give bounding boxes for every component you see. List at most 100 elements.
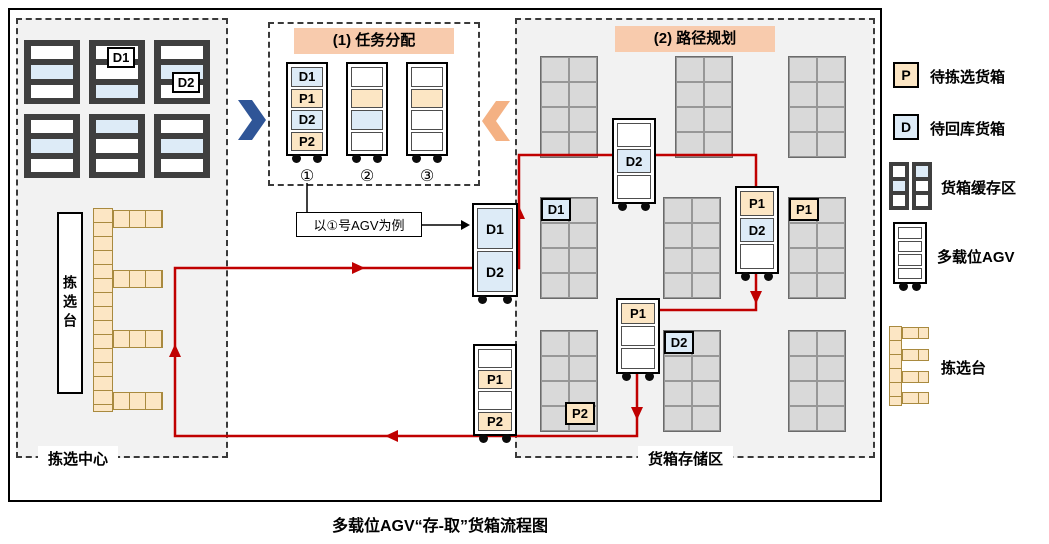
rack-cell <box>789 132 817 157</box>
rack-cell <box>676 82 704 107</box>
rack-cell <box>817 223 845 248</box>
buffer-rack <box>24 40 80 104</box>
agv-slot: D2 <box>740 217 774 243</box>
rack-cell <box>817 248 845 273</box>
legend-agv-icon <box>893 222 927 291</box>
task-allocation-title: (1) 任务分配 <box>294 28 454 54</box>
rack-cell <box>817 331 845 356</box>
legend-d-box: D <box>893 114 919 140</box>
agv-slot <box>411 67 443 87</box>
legend-p-symbol: P <box>901 67 911 83</box>
agv-wheel-icon <box>352 154 361 163</box>
legend-buffer-label: 货箱缓存区 <box>941 180 1017 197</box>
agv-number-3: ③ <box>419 168 435 185</box>
agv-slot <box>617 123 651 147</box>
rack-cell <box>817 198 845 223</box>
agv-wheel-icon <box>741 272 750 281</box>
agv-slot <box>898 267 922 279</box>
rack-cell <box>789 82 817 107</box>
rack-tag-p1-label: P1 <box>796 202 812 217</box>
agv-slot: P2 <box>478 412 512 431</box>
legend-station-arm <box>902 371 929 383</box>
example-agv-d1-d2: D1 D2 <box>472 203 518 304</box>
picking-center-label: 拣选中心 <box>38 446 119 471</box>
rack-cell <box>789 381 817 406</box>
agv-wheel-icon <box>645 372 654 381</box>
agv-slot: P2 <box>291 131 323 151</box>
rack-cell <box>569 198 597 223</box>
rack-cell <box>541 356 569 381</box>
picking-station-arm <box>113 392 163 410</box>
task-agv-3 <box>406 62 448 163</box>
agv-slot <box>478 391 512 410</box>
legend-station-label: 拣选台 <box>941 360 987 377</box>
rack-cell <box>692 198 720 223</box>
agv-wheel-icon <box>373 154 382 163</box>
rack-cell <box>692 406 720 431</box>
storage-agv-d2: D2 <box>612 118 656 211</box>
rack-cell <box>692 331 720 356</box>
storage-rack <box>675 56 733 158</box>
agv-wheel-icon <box>641 202 650 211</box>
rack-cell <box>569 223 597 248</box>
buffer-tag-d2-label: D2 <box>177 75 195 90</box>
rack-cell <box>569 107 597 132</box>
rack-cell <box>569 331 597 356</box>
agv-wheel-icon <box>764 272 773 281</box>
rack-tag-d1-label: D1 <box>547 202 565 217</box>
agv-wheel-icon <box>313 154 322 163</box>
agv-slot <box>351 110 383 130</box>
legend-buffer-rack-icon <box>889 162 909 211</box>
legend-station-arm <box>902 392 929 404</box>
rack-cell <box>692 223 720 248</box>
rack-cell <box>664 223 692 248</box>
agv-wheel-icon <box>618 202 627 211</box>
rack-cell <box>541 132 569 157</box>
rack-cell <box>817 406 845 431</box>
rack-cell <box>569 356 597 381</box>
legend-station-arm <box>902 349 929 361</box>
agv-slot <box>740 244 774 270</box>
agv-slot <box>351 88 383 108</box>
buffer-tag-d1-label: D1 <box>112 50 130 65</box>
rack-cell <box>569 57 597 82</box>
rack-cell <box>664 406 692 431</box>
rack-cell <box>569 273 597 298</box>
agv-slot <box>621 348 655 370</box>
rack-cell <box>569 132 597 157</box>
rack-cell <box>789 248 817 273</box>
buffer-rack <box>154 114 210 178</box>
agv-slot: D1 <box>477 208 513 249</box>
agv-wheel-icon <box>899 282 908 291</box>
rack-tag-p2-label: P2 <box>572 406 588 421</box>
agv-wheel-icon <box>479 434 488 443</box>
legend-p-label: 待拣选货箱 <box>930 69 1006 86</box>
picking-station-spine <box>93 208 113 412</box>
rack-cell <box>789 273 817 298</box>
rack-cell <box>789 57 817 82</box>
rack-cell <box>789 356 817 381</box>
agv-number-1: ① <box>299 168 315 185</box>
storage-agv-p1-p2: P1 P2 <box>473 344 517 443</box>
agv-slot: P1 <box>291 88 323 108</box>
rack-cell <box>692 248 720 273</box>
agv-slot <box>617 175 651 199</box>
rack-cell <box>817 381 845 406</box>
legend-station-icon <box>889 326 902 406</box>
rack-cell <box>569 82 597 107</box>
rack-cell <box>541 223 569 248</box>
rack-cell <box>817 356 845 381</box>
agv-slot <box>898 254 922 266</box>
rack-cell <box>541 273 569 298</box>
agv-slot: P1 <box>621 303 655 324</box>
agv-slot <box>621 325 655 347</box>
storage-rack <box>788 330 846 432</box>
rack-cell <box>541 248 569 273</box>
rack-cell <box>817 82 845 107</box>
path-planning-title: (2) 路径规划 <box>615 26 775 52</box>
storage-area-label: 货箱存储区 <box>638 446 734 471</box>
agv-wheel-icon <box>433 154 442 163</box>
rack-cell <box>541 331 569 356</box>
example-note: 以①号AGV为例 <box>296 212 422 237</box>
